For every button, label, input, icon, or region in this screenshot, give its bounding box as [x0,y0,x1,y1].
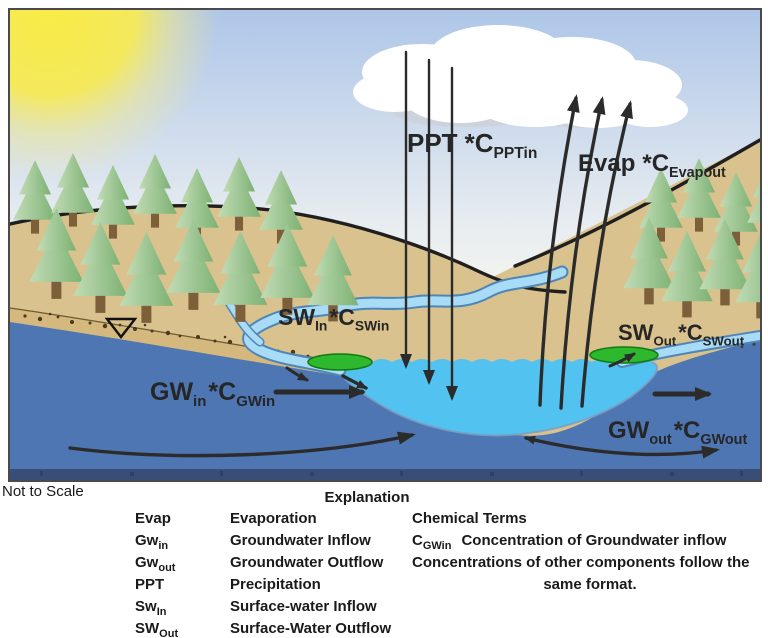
legend-term: Gwout [135,554,176,574]
legend-term: Gwin [135,532,169,552]
legend-term: SwIn [135,598,167,618]
legend-definition: Evaporation [230,510,317,527]
bedrock-band [10,469,760,480]
scene-art [10,10,760,480]
legend-definition: Surface-water Inflow [230,598,377,615]
flux-label-sw-out: SWOut*CSWout [618,320,745,349]
chemical-note-line2: same format. [543,576,637,593]
legend: Not to Scale Explanation Evap Evaporatio… [0,478,768,638]
flux-label-gw-out: GWout*CGWout [608,417,748,448]
watershed-diagram-scene: PPT*CPPTin Evap*CEvapout SWIn*CSWin SWOu… [8,8,762,482]
legend-title: Explanation [324,489,410,506]
surface-water-out-arrow [608,352,636,368]
rain-arrows [400,50,458,401]
flux-label-gw-in: GWin*CGWin [150,378,276,410]
legend-term: PPT [135,576,165,593]
water-table-marker [104,317,138,339]
groundwater-out-arrows [524,387,720,459]
lake [331,359,658,437]
not-to-scale-note: Not to Scale [2,483,84,500]
legend-term: SWOut [135,620,179,638]
evaporation-arrows [538,94,633,410]
flux-label-ppt: PPT*CPPTin [407,128,538,163]
legend-definition: Groundwater Inflow [230,532,371,549]
legend-definition: Precipitation [230,576,321,593]
legend-term: Evap [135,510,171,527]
legend-definition: Groundwater Outflow [230,554,384,571]
sun-icon [10,10,220,180]
flux-label-sw-in: SWIn*CSWin [278,304,390,334]
chemical-note-line1: Concentrations of other components follo… [412,554,750,571]
groundwater-in-arrows [68,366,416,458]
legend-definition: Surface-Water Outflow [230,620,392,637]
chemical-terms-heading: Chemical Terms [412,510,527,527]
flux-label-evap: Evap*CEvapout [578,150,726,181]
